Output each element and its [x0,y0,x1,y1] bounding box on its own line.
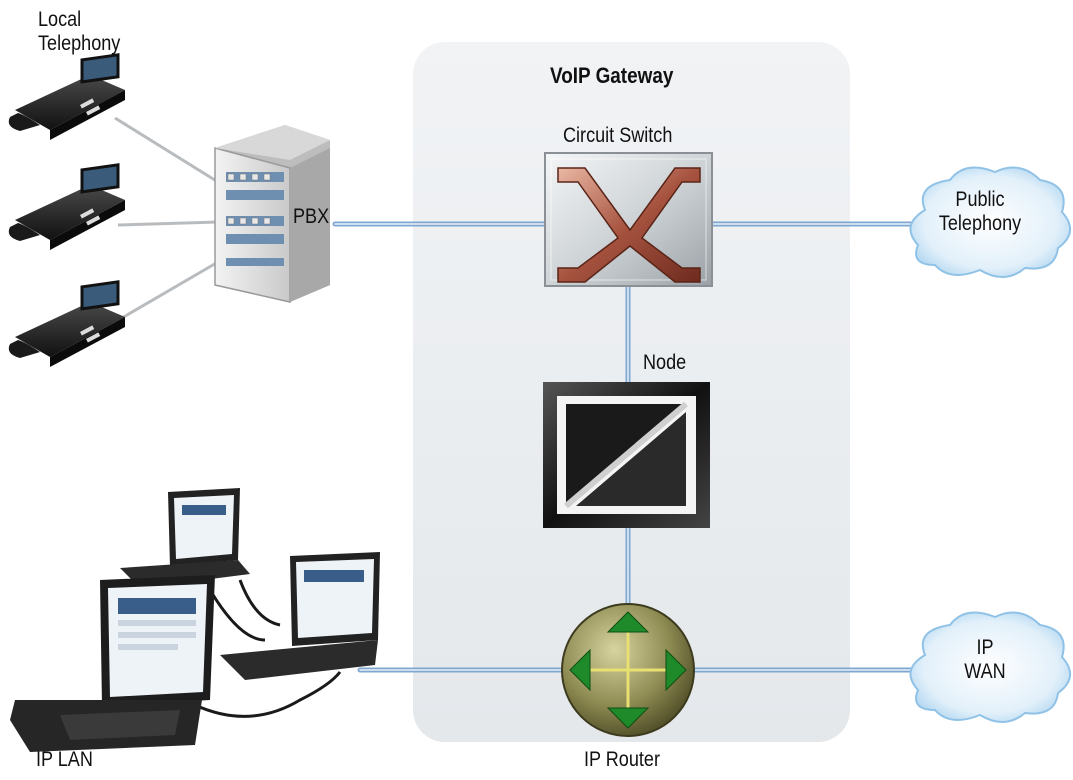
circuit-switch-icon [544,152,713,287]
ip-wan-label: IP WAN [951,636,1020,684]
node-label: Node [643,351,687,374]
public-telephony-cloud-icon [909,166,1071,278]
laptop-3-icon [10,575,215,752]
local-telephony-label: Local Telephony [38,8,120,56]
links [332,221,918,673]
ip-wan-line2: WAN [964,660,1006,683]
public-telephony-line1: Public [955,188,1005,211]
ip-router-label: IP Router [584,748,660,771]
pbx-label: PBX [293,205,330,228]
node-icon [543,382,710,528]
telephone-3-icon [8,280,125,367]
laptop-2-icon [220,552,380,680]
public-telephony-label: Public Telephony [937,188,1023,236]
gateway-title: VoIP Gateway [550,63,674,88]
public-telephony-line2: Telephony [938,212,1022,235]
phone-cables [114,116,219,324]
telephone-2-icon [8,163,125,250]
local-telephony-line1: Local [38,8,82,31]
local-telephony-line2: Telephony [38,32,121,55]
ip-router-icon [561,603,695,737]
ip-lan-label: IP LAN [36,748,93,771]
circuit-switch-label: Circuit Switch [563,124,673,147]
telephone-1-icon [8,53,125,140]
ip-wan-line1: IP [976,636,994,659]
ip-wan-cloud-icon [909,611,1071,723]
laptop-1-icon [120,488,250,588]
lan-cables [194,579,342,718]
pbx-rack-icon [214,125,330,303]
